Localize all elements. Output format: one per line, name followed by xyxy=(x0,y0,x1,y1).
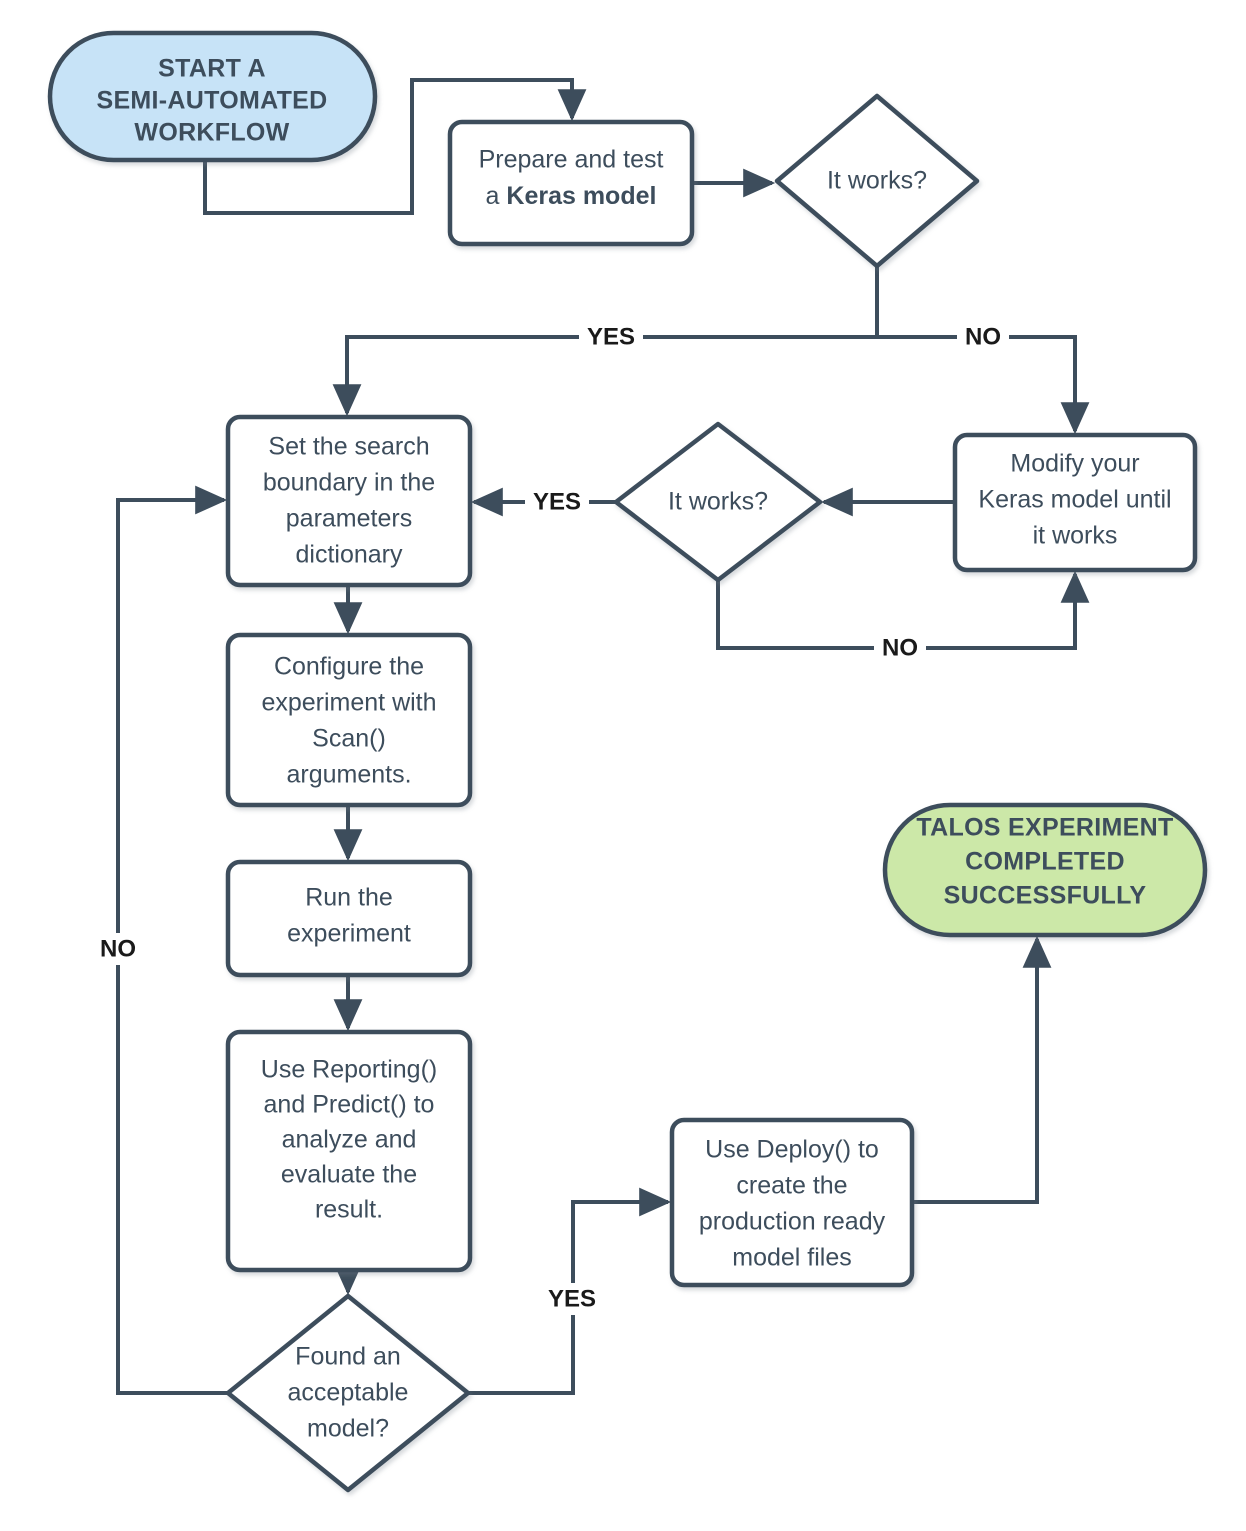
deploy-line-3: production ready xyxy=(699,1208,886,1236)
node-reporting[interactable]: Use Reporting() and Predict() to analyze… xyxy=(225,1029,473,1273)
node-start[interactable]: START A SEMI-AUTOMATED WORKFLOW xyxy=(47,30,378,163)
set-boundary-line-4: dictionary xyxy=(296,541,403,569)
reporting-line-5: result. xyxy=(315,1196,383,1224)
prepare-shape xyxy=(447,119,695,247)
label-found-no: NO xyxy=(100,935,136,962)
label-works1-yes: YES xyxy=(587,323,635,350)
configure-line-4: arguments. xyxy=(286,761,411,789)
modify-line-3: it works xyxy=(1033,522,1118,550)
edge-deploy-to-end xyxy=(912,935,1052,1204)
prepare-line-2: a Keras model xyxy=(486,182,657,210)
found-shape xyxy=(225,1293,471,1493)
modify-shape xyxy=(952,432,1198,573)
found-line-2: acceptable xyxy=(288,1379,409,1407)
node-prepare[interactable]: Prepare and test a Keras model xyxy=(447,119,695,247)
end-line-3: SUCCESSFULLY xyxy=(944,882,1147,910)
works2-shape xyxy=(613,421,823,583)
node-set-boundary[interactable]: Set the search boundary in the parameter… xyxy=(225,414,473,588)
label-works1-no-bg xyxy=(957,321,1009,353)
start-line-1: START A xyxy=(158,55,266,83)
label-works2-no: NO xyxy=(882,634,918,661)
edge-start-to-prepare xyxy=(203,78,587,215)
run-line-2: experiment xyxy=(287,920,411,948)
node-modify[interactable]: Modify your Keras model until it works xyxy=(952,432,1198,573)
node-end[interactable]: TALOS EXPERIMENT COMPLETED SUCCESSFULLY xyxy=(882,802,1208,938)
configure-line-1: Configure the xyxy=(274,653,424,681)
label-found-no-bg xyxy=(92,933,144,965)
label-works1-yes-group: YES xyxy=(579,321,643,353)
start-line-3: WORKFLOW xyxy=(134,119,289,147)
label-works2-no-group: NO xyxy=(874,632,926,664)
label-found-yes-group: YES xyxy=(540,1283,604,1315)
run-shape xyxy=(225,859,473,978)
deploy-line-1: Use Deploy() to xyxy=(705,1136,879,1164)
end-line-1: TALOS EXPERIMENT xyxy=(916,814,1173,842)
edge-labels-layer: YES NO YES NO YES NO xyxy=(92,321,1009,1315)
found-line-1: Found an xyxy=(295,1343,401,1371)
set-boundary-line-1: Set the search xyxy=(268,433,429,461)
prepare-line-2-bold: Keras model xyxy=(506,182,656,210)
node-decision-found[interactable]: Found an acceptable model? xyxy=(225,1293,471,1493)
label-works1-no-group: NO xyxy=(957,321,1009,353)
end-line-2: COMPLETED xyxy=(965,848,1125,876)
label-works2-yes-bg xyxy=(525,486,589,518)
set-boundary-line-2: boundary in the xyxy=(263,469,435,497)
works1-shape xyxy=(774,93,980,269)
label-works2-yes: YES xyxy=(533,488,581,515)
label-works2-no-bg xyxy=(874,632,926,664)
modify-line-1: Modify your xyxy=(1010,450,1139,478)
start-line-2: SEMI-AUTOMATED xyxy=(96,87,327,115)
label-found-no-group: NO xyxy=(92,933,144,965)
configure-line-3: Scan() xyxy=(312,725,386,753)
configure-shape xyxy=(225,632,473,808)
node-deploy[interactable]: Use Deploy() to create the production re… xyxy=(669,1117,915,1288)
reporting-shape xyxy=(225,1029,473,1273)
deploy-line-4: model files xyxy=(732,1244,852,1272)
found-line-3: model? xyxy=(307,1415,389,1443)
deploy-line-2: create the xyxy=(736,1172,847,1200)
label-works1-yes-bg xyxy=(579,321,643,353)
node-run[interactable]: Run the experiment xyxy=(225,859,473,978)
reporting-line-2: and Predict() to xyxy=(264,1091,435,1119)
edge-works1-no xyxy=(877,335,1090,435)
label-works1-no: NO xyxy=(965,323,1001,350)
prepare-line-2-plain: a xyxy=(486,182,507,210)
run-line-1: Run the xyxy=(305,884,393,912)
set-boundary-shape xyxy=(225,414,473,588)
works1-label: It works? xyxy=(827,167,927,195)
reporting-line-3: analyze and xyxy=(282,1126,417,1154)
reporting-line-4: evaluate the xyxy=(281,1161,417,1189)
label-works2-yes-group: YES xyxy=(525,486,589,518)
end-shape xyxy=(882,802,1208,938)
deploy-shape xyxy=(669,1117,915,1288)
configure-line-2: experiment with xyxy=(261,689,436,717)
node-configure[interactable]: Configure the experiment with Scan() arg… xyxy=(225,632,473,808)
reporting-line-1: Use Reporting() xyxy=(261,1056,437,1084)
prepare-line-1: Prepare and test xyxy=(479,146,664,174)
label-found-yes: YES xyxy=(548,1285,596,1312)
label-found-yes-bg xyxy=(540,1283,604,1315)
works2-label: It works? xyxy=(668,488,768,516)
node-decision-works-2[interactable]: It works? xyxy=(613,421,823,583)
start-shape xyxy=(47,30,378,163)
modify-line-2: Keras model until xyxy=(978,486,1171,514)
set-boundary-line-3: parameters xyxy=(286,505,412,533)
edge-works1-yes xyxy=(332,335,877,417)
node-decision-works-1[interactable]: It works? xyxy=(774,93,980,269)
